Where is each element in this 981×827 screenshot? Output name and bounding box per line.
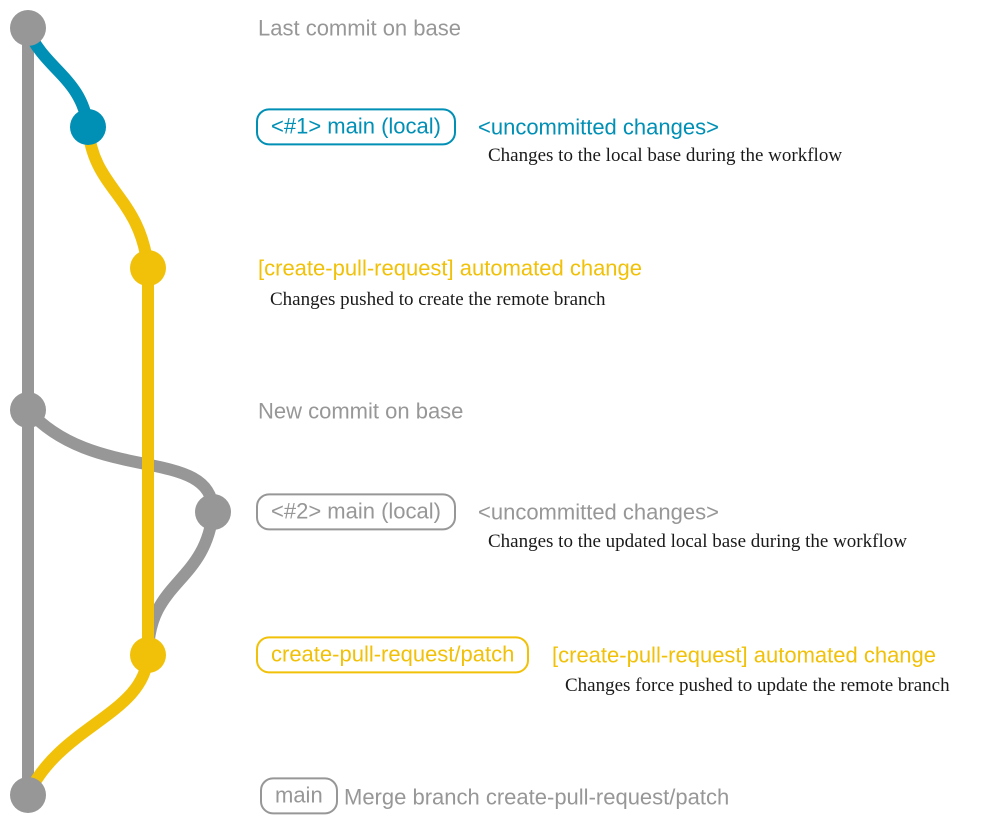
commit-message-automated-change-2: [create-pull-request] automated change: [552, 642, 937, 668]
edge-merge-yellow: [22, 654, 154, 798]
commit-node-automated-change-2: [130, 637, 166, 673]
commit-message-uncommitted-1: <uncommitted changes>: [478, 114, 719, 140]
commit-node-new-base: [10, 392, 46, 428]
branch-badge-create-pull-request-patch: create-pull-request/patch: [256, 636, 530, 674]
commit-node-automated-change-1: [130, 250, 166, 286]
edge-rebase-out-gray: [23, 405, 219, 513]
branch-badge-main-local-2: <#2> main (local): [256, 493, 456, 531]
commit-label-last-base: Last commit on base: [258, 15, 461, 41]
commit-node-last-base: [10, 10, 46, 46]
branch-badge-main-local-1: <#1> main (local): [256, 108, 456, 146]
commit-message-automated-change-1: [create-pull-request] automated change: [258, 255, 643, 281]
commit-description-automated-change-1: Changes pushed to create the remote bran…: [270, 289, 606, 311]
git-graph: [10, 10, 231, 813]
edge-rebase-in-gray: [142, 511, 219, 656]
commit-description-uncommitted-1: Changes to the local base during the wor…: [488, 145, 843, 167]
commit-message-uncommitted-2: <uncommitted changes>: [478, 499, 719, 525]
branch-badge-main: main: [260, 777, 338, 815]
commit-node-merge: [10, 777, 46, 813]
edge-branch-out-yellow: [82, 126, 154, 269]
commit-node-main-local-2: [195, 494, 231, 530]
commit-node-main-local-1: [70, 109, 106, 145]
commit-description-automated-change-2: Changes force pushed to update the remot…: [565, 675, 950, 697]
commit-message-merge-branch: Merge branch create-pull-request/patch: [344, 784, 730, 810]
commit-label-new-base: New commit on base: [258, 398, 464, 424]
commit-description-uncommitted-2: Changes to the updated local base during…: [488, 531, 907, 553]
